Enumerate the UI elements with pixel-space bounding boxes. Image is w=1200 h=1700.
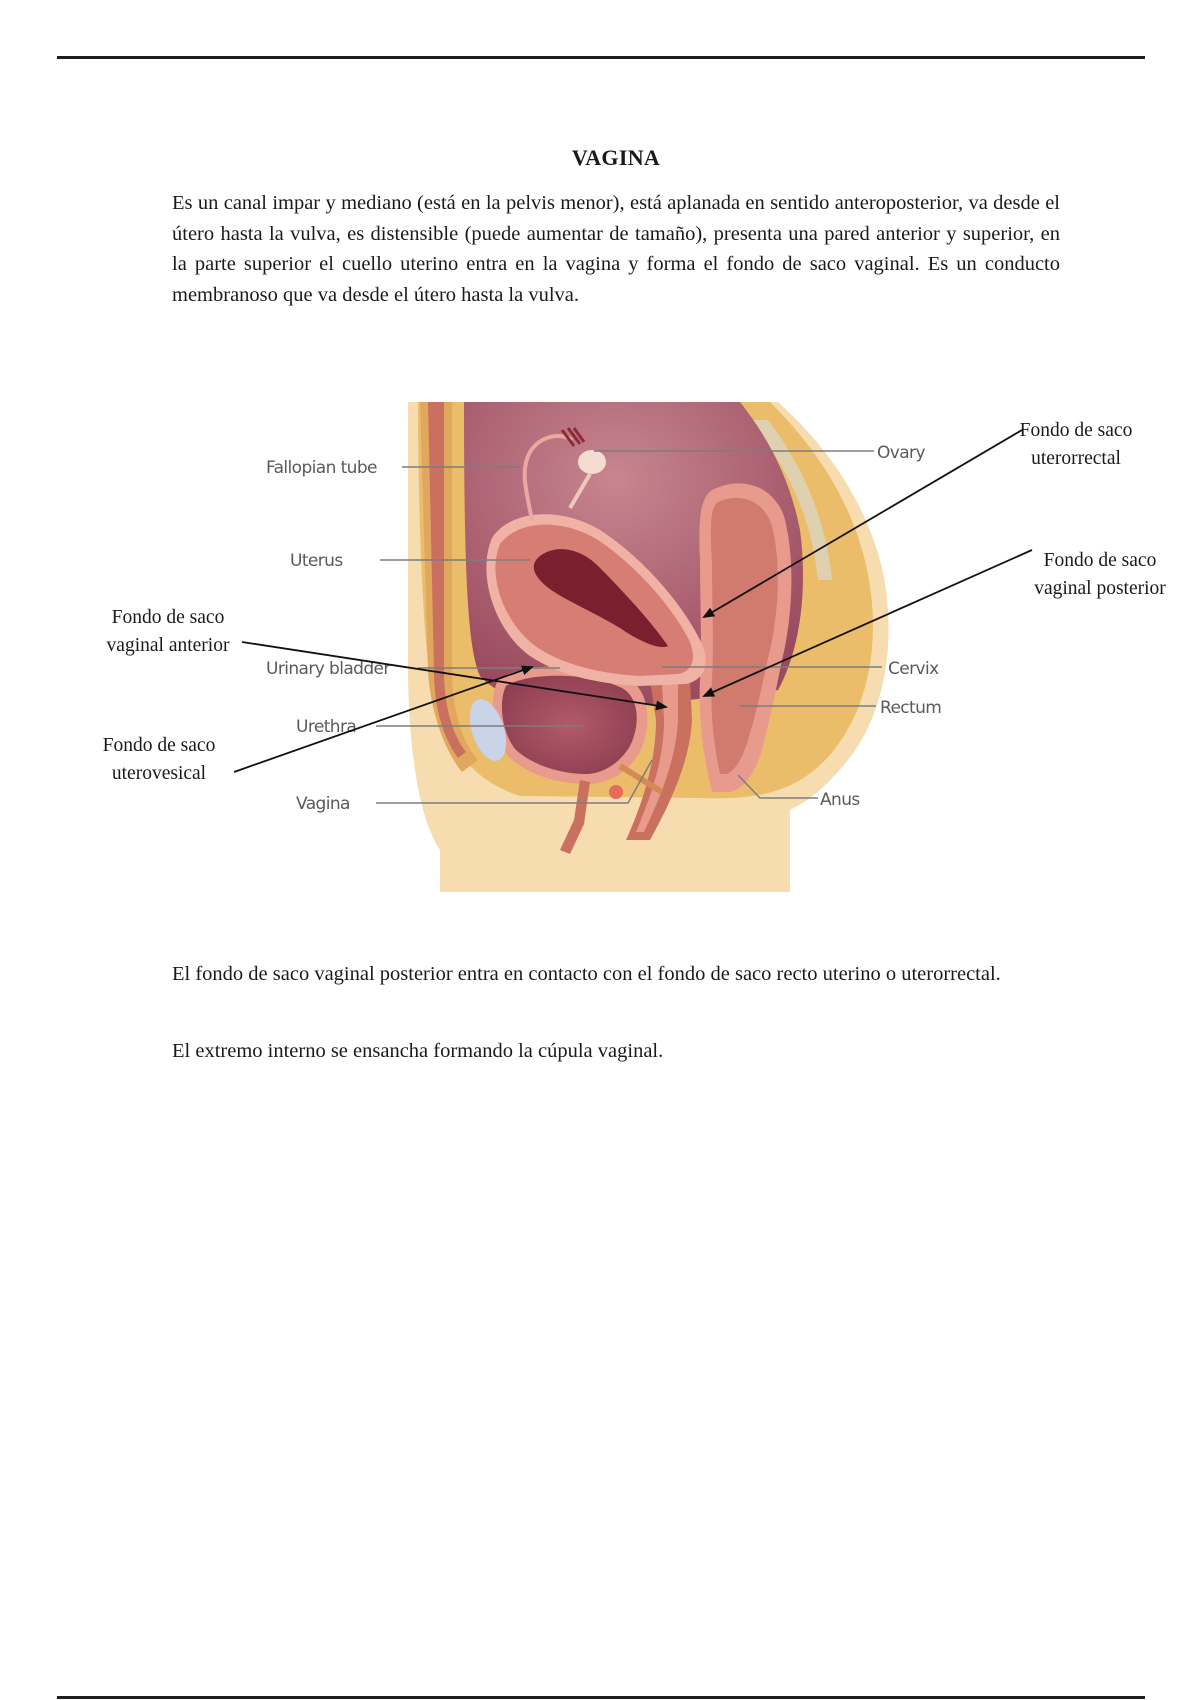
pubic-bone [469, 699, 507, 761]
annotation-uterorrectal-line1: Fondo de saco [1020, 420, 1133, 441]
page-title: VAGINA [571, 145, 661, 170]
posterior-fornix-paragraph: El fondo de saco vaginal posterior entra… [172, 963, 1001, 985]
label-ovary: Ovary [877, 443, 925, 463]
anatomy-figure: Fallopian tube Ovary Uterus Urinary blad… [0, 380, 1200, 900]
label-fallopian-tube: Fallopian tube [266, 458, 377, 478]
label-vagina: Vagina [296, 794, 350, 814]
label-uterus: Uterus [290, 551, 343, 571]
annotation-vaginal-posterior-line1: Fondo de saco [1044, 550, 1157, 571]
annotation-vaginal-anterior-line2: vaginal anterior [107, 635, 230, 656]
label-cervix: Cervix [888, 659, 939, 679]
footer-rule [57, 1696, 1145, 1699]
annotation-uterorrectal-line2: uterorrectal [1031, 448, 1121, 469]
rectum-shape [699, 483, 792, 792]
label-rectum: Rectum [880, 698, 941, 718]
annotation-uterovesical-line1: Fondo de saco [103, 735, 216, 756]
annotation-arrows [233, 429, 1033, 773]
intro-paragraph: Es un canal impar y mediano (está en la … [172, 192, 1060, 306]
label-leader-lines [376, 450, 882, 804]
fallopian-tube-and-ovary [522, 427, 606, 521]
annotation-uterovesical-line2: uterovesical [112, 763, 207, 784]
label-urethra: Urethra [296, 717, 356, 737]
sagittal-pelvis-diagram: Fallopian tube Ovary Uterus Urinary blad… [103, 402, 1166, 892]
label-anus: Anus [820, 790, 860, 810]
annotation-vaginal-posterior-line2: vaginal posterior [1034, 578, 1166, 599]
uterus-shape [486, 514, 706, 686]
header-rule [57, 56, 1145, 59]
annotation-vaginal-anterior-line1: Fondo de saco [112, 607, 225, 628]
vaginal-vault-paragraph: El extremo interno se ensancha formando … [172, 1040, 664, 1062]
label-urinary-bladder: Urinary bladder [266, 659, 390, 679]
